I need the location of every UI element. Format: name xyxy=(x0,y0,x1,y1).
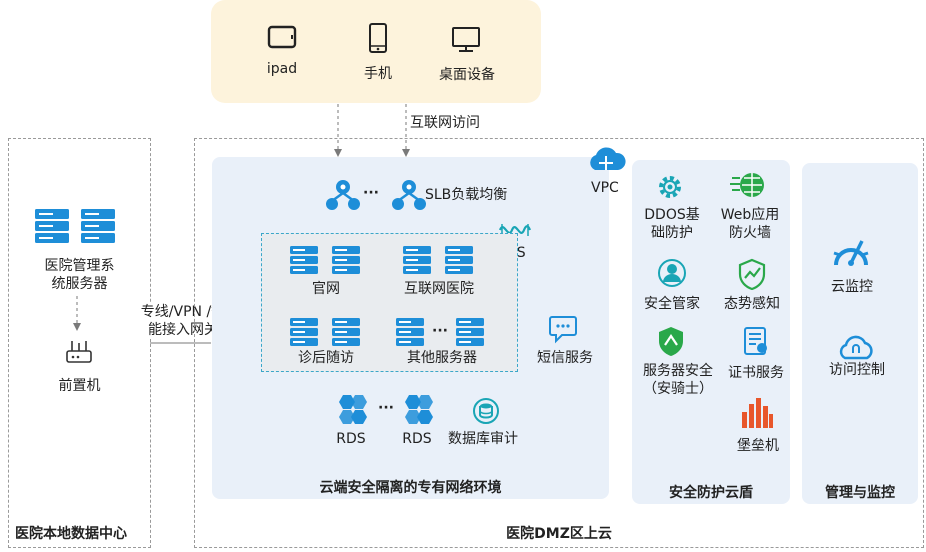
internet-access-label: 互联网访问 xyxy=(410,115,480,131)
local-datacenter-title: 医院本地数据中心 xyxy=(15,526,127,542)
env-title: 云端安全隔离的专有网络环境 xyxy=(319,480,502,496)
access-control-icon xyxy=(836,334,876,360)
rds-ellipsis: ··· xyxy=(378,400,394,416)
desktop-icon xyxy=(451,26,481,54)
vpc-label: VPC xyxy=(591,180,619,196)
other-servers-label: 其他服务器 xyxy=(407,350,477,366)
server-icon xyxy=(403,246,475,274)
bastion-host-label: 堡垒机 xyxy=(737,438,779,454)
desktop-label: 桌面设备 xyxy=(439,67,495,83)
security-manager-label: 安全管家 xyxy=(644,296,700,312)
server-icon xyxy=(396,318,428,346)
dmz-zone: 医院DMZ区上云 xyxy=(194,138,924,548)
rds-label: RDS xyxy=(336,431,366,447)
slb-icon xyxy=(392,179,426,211)
vpc-cloud-icon xyxy=(586,144,626,174)
ddos-label: DDOS基 础防护 xyxy=(644,207,700,241)
server-icon xyxy=(456,318,488,346)
rds-icon xyxy=(400,395,434,425)
waf-icon xyxy=(730,170,768,202)
internet-hospital-label: 互联网医院 xyxy=(404,281,474,297)
db-audit-icon xyxy=(472,397,500,425)
official-site-label: 官网 xyxy=(312,281,340,297)
waf-label: Web应用 防火墙 xyxy=(720,207,780,241)
ddos-gear-icon xyxy=(655,172,685,202)
server-security-icon xyxy=(656,325,686,357)
access-control-label: 访问控制 xyxy=(829,362,885,378)
tablet-icon xyxy=(267,24,297,50)
server-icon xyxy=(290,246,362,274)
security-manager-icon xyxy=(657,258,687,288)
slb-icon xyxy=(326,179,360,211)
rds-label: RDS xyxy=(402,431,432,447)
monitor-panel: 管理与监控 xyxy=(802,163,918,504)
server-icon xyxy=(35,209,119,243)
certificate-label: 证书服务 xyxy=(728,365,784,381)
ipad-label: ipad xyxy=(266,61,298,77)
client-devices-panel: ipad 手机 桌面设备 xyxy=(211,0,541,103)
security-title: 安全防护云盾 xyxy=(669,485,753,501)
server-security-label: 服务器安全 （安骑士） xyxy=(643,363,713,397)
bastion-host-icon xyxy=(740,398,774,428)
local-datacenter-zone: 医院管理系 统服务器 前置机 医院本地数据中心 xyxy=(8,138,151,548)
gateway-icon xyxy=(65,339,93,365)
db-audit-label: 数据库审计 xyxy=(448,431,518,447)
certificate-icon xyxy=(742,326,770,356)
server-icon xyxy=(290,318,362,346)
dmz-title: 医院DMZ区上云 xyxy=(506,526,612,542)
servers-ellipsis: ··· xyxy=(432,323,448,339)
monitor-title: 管理与监控 xyxy=(825,485,895,501)
hospital-server-label: 医院管理系 统服务器 xyxy=(44,258,115,292)
security-panel: 安全防护云盾 xyxy=(632,160,790,504)
sms-label: 短信服务 xyxy=(537,350,593,366)
sms-icon xyxy=(548,314,578,344)
situation-awareness-icon xyxy=(737,258,767,290)
slb-label: SLB负载均衡 xyxy=(425,187,508,203)
rds-icon xyxy=(334,395,368,425)
slb-ellipsis: ··· xyxy=(363,185,379,201)
phone-icon xyxy=(368,22,388,54)
follow-up-label: 诊后随访 xyxy=(298,350,354,366)
cloud-monitor-label: 云监控 xyxy=(831,279,873,295)
cloud-monitor-icon xyxy=(832,237,870,271)
phone-label: 手机 xyxy=(364,66,392,82)
gateway-label: 前置机 xyxy=(58,378,101,394)
situation-awareness-label: 态势感知 xyxy=(724,296,780,312)
